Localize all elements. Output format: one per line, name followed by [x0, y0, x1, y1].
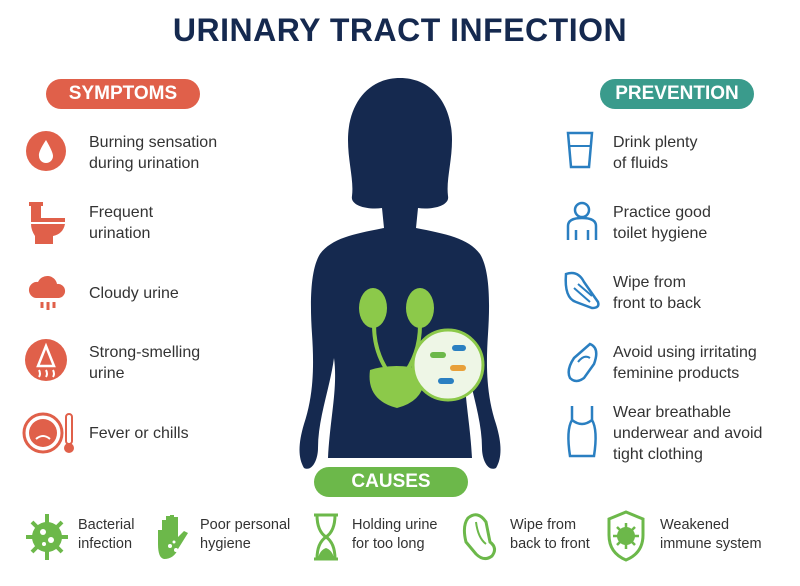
prevention-header: PREVENTION [600, 79, 754, 109]
symptoms-header: SYMPTOMS [46, 79, 200, 109]
pad-icon [567, 342, 598, 383]
cause-text: Wipe from [510, 517, 577, 533]
toilet-icon [29, 202, 65, 244]
hourglass-icon [314, 513, 338, 561]
cause-text: Poor personal [200, 517, 291, 533]
female-silhouette [299, 78, 501, 469]
cause-text: for too long [352, 536, 425, 552]
prevention-item: Wipe from front to back [613, 272, 701, 314]
drop-icon [26, 131, 66, 171]
prevention-text: toilet hygiene [613, 225, 708, 242]
cloud-rain-icon [28, 275, 66, 310]
cause-text: immune system [660, 536, 762, 552]
prevention-text: Avoid using irritating [613, 344, 757, 361]
person-hygiene-icon [566, 201, 598, 240]
prevention-text: Wipe from [613, 274, 686, 291]
symptom-text: during urination [89, 155, 200, 172]
underwear-icon [567, 406, 597, 458]
prevention-text: underwear and avoid [613, 425, 763, 442]
cause-text: infection [78, 536, 133, 552]
cause-text: Weakened [660, 517, 730, 533]
cause-item: Weakened immune system [660, 516, 762, 554]
prevention-item: Wear breathable underwear and avoid tight … [613, 402, 762, 465]
prevention-text: Practice good [613, 204, 711, 221]
wipe-icon [462, 513, 497, 561]
thermometer-face-icon [22, 412, 74, 454]
prevention-text: tight clothing [613, 446, 703, 463]
cause-item: Holding urine for too long [352, 516, 437, 554]
symptom-text: Burning sensation [89, 134, 218, 151]
prevention-item: Avoid using irritating feminine products [613, 342, 757, 384]
cause-item: Wipe from back to front [510, 516, 590, 554]
symptom-item: Frequent urination [89, 202, 153, 244]
nose-smell-icon [25, 339, 67, 381]
prevention-text: front to back [613, 295, 702, 312]
symptom-text: urination [89, 225, 151, 242]
symptom-text: Fever or chills [89, 425, 189, 442]
prevention-text: of fluids [613, 155, 669, 172]
prevention-text: feminine products [613, 365, 740, 382]
page-title: URINARY TRACT INFECTION [172, 12, 628, 48]
cause-item: Bacterial infection [78, 516, 134, 554]
cause-text: back to front [510, 536, 590, 552]
prevention-item: Drink plenty of fluids [613, 132, 697, 174]
shield-virus-icon [607, 510, 645, 562]
symptom-item: Cloudy urine [89, 283, 179, 304]
glass-icon [566, 131, 594, 169]
prevention-text: Drink plenty [613, 134, 698, 151]
symptom-text: Strong-smelling [89, 344, 201, 361]
symptom-text: urine [89, 365, 125, 382]
prevention-text: Wear breathable [613, 404, 731, 421]
cause-text: Bacterial [78, 517, 135, 533]
causes-header: CAUSES [314, 467, 468, 497]
cause-text: Holding urine [352, 517, 438, 533]
symptom-text: Cloudy urine [89, 285, 179, 302]
prevention-item: Practice good toilet hygiene [613, 202, 711, 244]
symptom-item: Burning sensation during urination [89, 132, 217, 174]
bacteria-icon [26, 514, 68, 560]
symptom-text: Frequent [89, 204, 154, 221]
symptom-item: Strong-smelling urine [89, 342, 200, 384]
dirty-hand-icon [158, 515, 188, 559]
cause-text: hygiene [200, 536, 251, 552]
cause-item: Poor personal hygiene [200, 516, 290, 554]
symptom-item: Fever or chills [89, 423, 189, 444]
wipe-hand-icon [564, 271, 600, 310]
